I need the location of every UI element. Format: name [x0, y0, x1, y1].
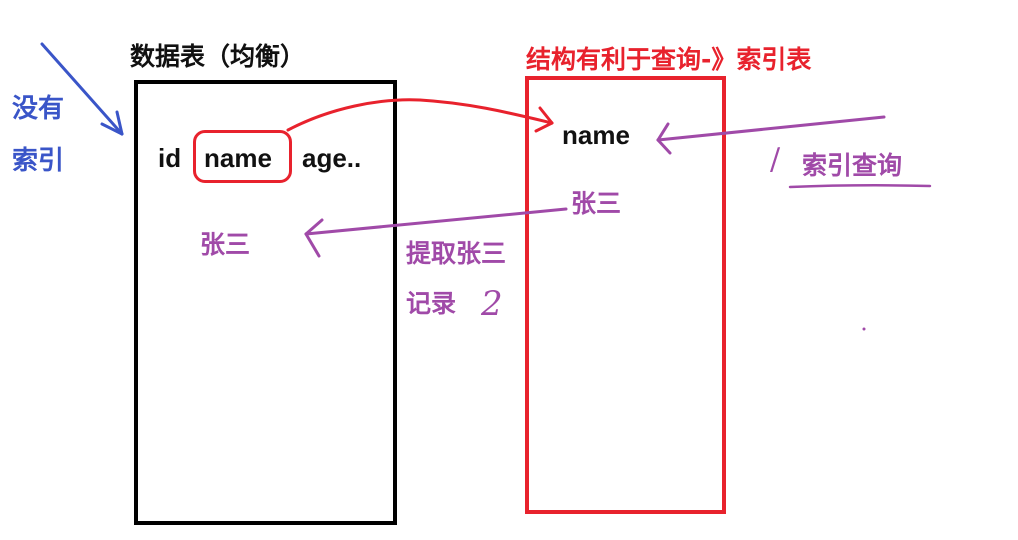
extract-record-line1: 提取张三 [406, 239, 507, 268]
data-table-field-name: name [204, 143, 272, 173]
no-index-label-line1: 没有 [12, 94, 65, 124]
step-one-mark: / [770, 142, 781, 177]
data-table-title: 数据表（均衡） [130, 42, 306, 71]
index-table-box [525, 76, 726, 514]
data-table-box [134, 80, 397, 525]
data-table-field-age: age.. [302, 143, 362, 173]
stray-dot [862, 327, 866, 331]
index-table-value: 张三 [571, 189, 622, 218]
index-query-arrow [656, 115, 886, 155]
name-to-index-arrow [286, 98, 554, 133]
data-table-field-id: id [158, 143, 182, 173]
name-field-highlight [193, 130, 292, 183]
extract-record-arrow [304, 207, 568, 258]
step-number-2: 2 [481, 284, 503, 324]
extract-record-line2: 记录 [406, 289, 457, 318]
no-index-arrow [40, 42, 124, 136]
index-table-field-name: name [562, 120, 630, 150]
index-query-underline [788, 184, 932, 189]
no-index-label-line2: 索引 [12, 146, 65, 176]
data-table-value: 张三 [200, 230, 251, 259]
index-query-label: 索引查询 [802, 151, 903, 180]
index-table-title: 结构有利于查询-》索引表 [526, 45, 812, 74]
